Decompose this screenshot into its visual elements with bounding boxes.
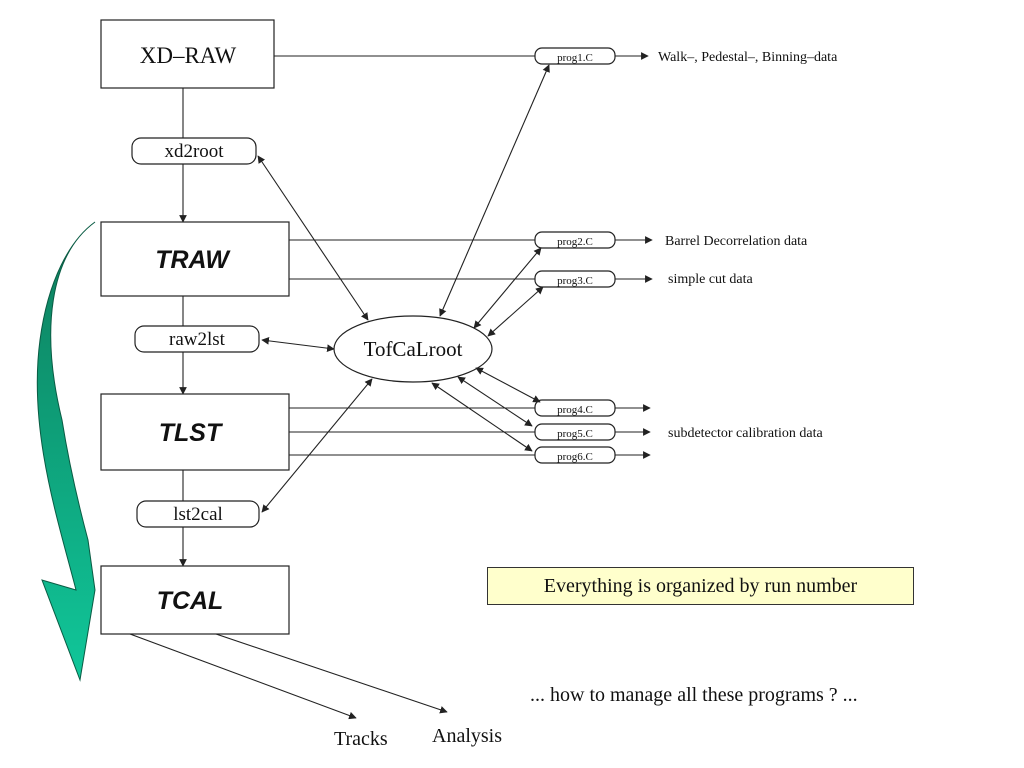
lst2cal-converter <box>136 500 260 528</box>
hub-prog2-link <box>473 247 542 329</box>
hub-prog5-link <box>457 376 533 427</box>
process-flow-arrow <box>36 221 96 682</box>
raw2lst-label: raw2lst <box>169 329 226 350</box>
prog1-output-label: Walk–, Pedestal–, Binning–data <box>658 50 838 65</box>
xd2root-converter <box>131 137 257 165</box>
raw2lst-converter <box>134 325 260 353</box>
hub-lst2cal-link <box>261 378 373 513</box>
hub-prog3-link <box>487 286 544 337</box>
prog1-label: prog1.C <box>557 52 593 64</box>
management-question: ... how to manage all these programs ? .… <box>530 684 858 706</box>
traw-label: TRAW <box>155 246 231 274</box>
xd-raw-box <box>100 19 275 89</box>
tcal-tracks-arrow <box>129 633 357 720</box>
xd-raw-label: XD–RAW <box>140 43 237 68</box>
analysis-label: Analysis <box>432 725 502 747</box>
prog3-label: prog3.C <box>557 275 593 287</box>
tcal-label: TCAL <box>157 587 224 615</box>
hub-xd2root-link <box>257 155 369 321</box>
hub-prog4-link <box>475 367 541 403</box>
hub-raw2lst-link <box>261 337 335 352</box>
prog3-output-label: simple cut data <box>668 272 754 287</box>
lst2cal-label: lst2cal <box>173 504 223 525</box>
tcal-box <box>100 565 290 635</box>
prog6-label: prog6.C <box>557 451 593 463</box>
run-number-note: Everything is organized by run number <box>487 567 914 605</box>
prog2-label: prog2.C <box>557 236 593 248</box>
xd2root-label: xd2root <box>164 141 224 162</box>
run-number-note-text: Everything is organized by run number <box>543 574 858 597</box>
prog5-label: prog5.C <box>557 428 593 440</box>
hub-prog6-link <box>431 382 533 452</box>
tcal-analysis-arrow <box>215 633 448 714</box>
prog4-label: prog4.C <box>557 404 593 416</box>
tracks-label: Tracks <box>334 728 388 750</box>
tlst-label: TLST <box>159 419 224 447</box>
tofcalroot-label: TofCaLroot <box>364 337 463 361</box>
prog5-output-label: subdetector calibration data <box>668 426 823 441</box>
hub-prog1-link <box>439 64 550 317</box>
prog2-output-label: Barrel Decorrelation data <box>665 234 808 249</box>
